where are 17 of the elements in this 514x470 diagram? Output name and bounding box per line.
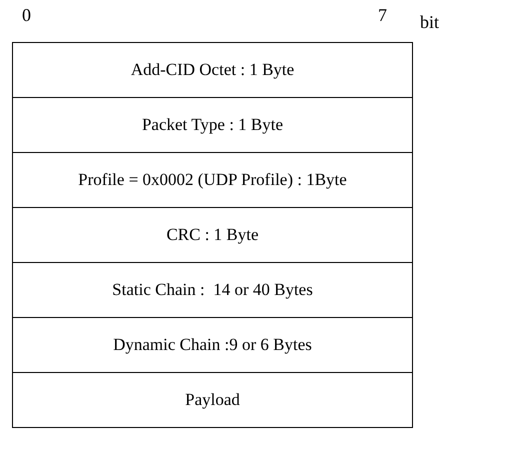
bit-index: 7 <box>378 5 387 26</box>
field-label: Dynamic Chain :9 or 6 Bytes <box>113 335 312 355</box>
field-row <box>12 207 413 263</box>
field-row <box>12 317 413 373</box>
field-label: Add-CID Octet : 1 Byte <box>130 60 294 80</box>
field-row <box>12 97 413 153</box>
field-row <box>12 372 413 428</box>
bit-index: 0 <box>22 5 31 26</box>
field-label: Profile = 0x0002 (UDP Profile) : 1Byte <box>78 170 347 190</box>
field-row <box>12 42 413 98</box>
field-label: CRC : 1 Byte <box>166 225 259 245</box>
field-label: Payload <box>185 390 240 410</box>
unit-label: bit <box>420 12 440 33</box>
field-row <box>12 152 413 208</box>
field-row <box>12 262 413 318</box>
field-label: Static Chain : 14 or 40 Bytes <box>112 280 313 300</box>
field-label: Packet Type : 1 Byte <box>142 115 284 135</box>
